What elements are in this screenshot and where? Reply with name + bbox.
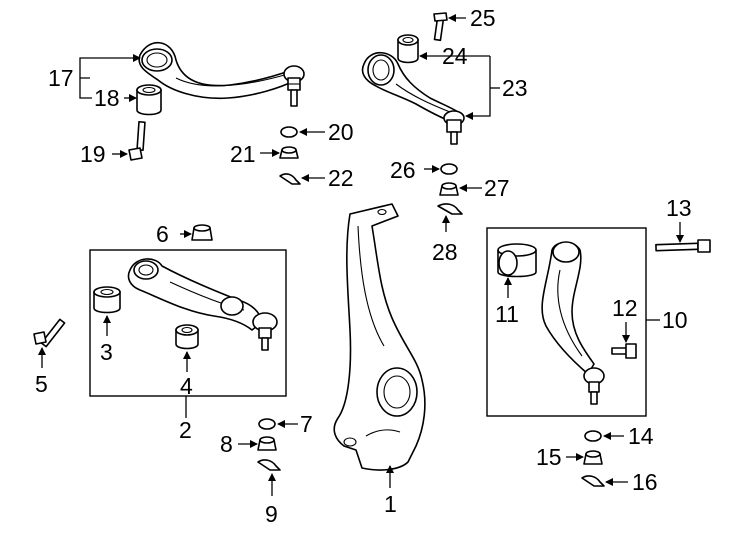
- callout-22: 22: [328, 165, 354, 191]
- bolt-5: [33, 318, 66, 348]
- callout-14: 14: [628, 423, 654, 449]
- callout-15: 15: [536, 444, 562, 470]
- callout-12: 12: [612, 295, 638, 321]
- cotter-pin-22: [279, 173, 301, 185]
- nut-27: [439, 182, 459, 196]
- callout-6: 6: [156, 221, 169, 247]
- callout-26: 26: [390, 157, 416, 183]
- callout-17: 17: [48, 65, 74, 91]
- callout-19: 19: [80, 141, 106, 167]
- nut-6: [191, 224, 213, 241]
- cotter-pin-9: [257, 459, 281, 471]
- callout-20: 20: [328, 119, 354, 145]
- callout-28: 28: [432, 239, 458, 265]
- lower-control-arm: [127, 258, 278, 351]
- washer-14: [584, 430, 602, 442]
- callout-13: 13: [666, 195, 692, 221]
- callout-labels: 1 2 3 4 5 6 7 8 9 10 11 12 13 14 15 16 1…: [35, 5, 692, 527]
- callout-4: 4: [180, 373, 193, 399]
- leader-lines: [38, 14, 684, 496]
- callout-2: 2: [179, 417, 192, 443]
- bushing-18: [136, 84, 162, 116]
- callout-11: 11: [495, 301, 519, 327]
- washer-26: [440, 163, 458, 175]
- bushing-3: [93, 286, 121, 314]
- nut-21: [279, 146, 299, 159]
- washer-7: [258, 418, 276, 430]
- callout-23: 23: [502, 75, 528, 101]
- bolt-12: [611, 343, 637, 359]
- callout-9: 9: [265, 501, 278, 527]
- callout-24: 24: [442, 43, 468, 69]
- bolt-25: [433, 12, 448, 42]
- bushing-24: [397, 34, 419, 64]
- lower-arm-group-box: [89, 249, 287, 397]
- rear-arm-group-box: [486, 227, 647, 417]
- callout-18: 18: [94, 85, 120, 111]
- steering-knuckle: [333, 203, 426, 471]
- nut-8: [257, 436, 277, 451]
- nut-15: [583, 450, 603, 465]
- callout-25: 25: [470, 5, 496, 31]
- bushing-11: [497, 243, 537, 278]
- callout-27: 27: [484, 175, 510, 201]
- callout-16: 16: [632, 469, 658, 495]
- washer-20: [280, 126, 298, 138]
- callout-5: 5: [35, 371, 48, 397]
- bolt-19: [128, 121, 146, 161]
- callout-3: 3: [100, 339, 113, 365]
- callout-1: 1: [384, 491, 397, 517]
- callout-8: 8: [220, 431, 233, 457]
- cotter-pin-16: [581, 475, 605, 487]
- callout-21: 21: [230, 141, 256, 167]
- rear-control-arm: [541, 241, 605, 405]
- bushing-4: [175, 324, 199, 350]
- bolt-13: [655, 239, 711, 253]
- upper-control-arm-left: [138, 41, 305, 107]
- callout-10: 10: [662, 307, 688, 333]
- callout-7: 7: [300, 411, 313, 437]
- upper-control-arm-right: [361, 51, 465, 145]
- cotter-pin-28: [437, 203, 463, 215]
